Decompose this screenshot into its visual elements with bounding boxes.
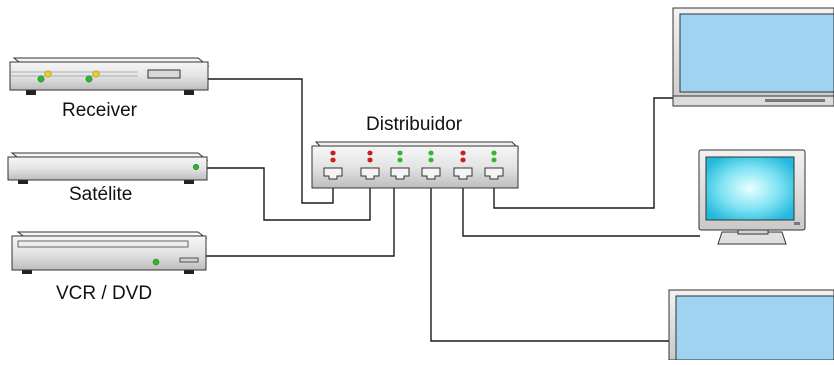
port-led-icon — [491, 157, 497, 163]
crt-monitor — [698, 149, 806, 245]
port-led-icon — [397, 157, 403, 163]
port-led-icon — [460, 150, 466, 156]
port-led-icon — [428, 150, 434, 156]
port-led-icon — [428, 157, 434, 163]
receiver-device — [9, 57, 210, 95]
cable-receiver — [208, 78, 334, 204]
receiver-label: Receiver — [62, 100, 137, 121]
led-icon — [85, 75, 93, 83]
port-led-icon — [460, 157, 466, 163]
cable-tv-top — [493, 97, 674, 209]
port-led-icon — [367, 157, 373, 163]
rj-port-icon — [453, 167, 473, 180]
led-icon — [152, 258, 160, 266]
cable-crt-monitor — [462, 186, 700, 237]
rj-port-icon — [390, 167, 410, 180]
port-led-icon — [330, 157, 336, 163]
distributor-label: Distribuidor — [366, 114, 463, 135]
flat-tv-top — [672, 7, 834, 107]
vcr-dvd-label: VCR / DVD — [56, 283, 153, 304]
led-icon — [92, 70, 100, 78]
distributor-device — [311, 141, 520, 189]
led-icon — [44, 70, 52, 78]
vcr-dvd-device — [11, 231, 208, 274]
port-led-icon — [367, 150, 373, 156]
port-led-icon — [491, 150, 497, 156]
cable-tv-bottom — [430, 186, 670, 342]
cable-satellite — [207, 167, 371, 221]
rj-port-icon — [360, 167, 380, 180]
cable-vcr-dvd — [206, 186, 395, 257]
led-icon — [192, 163, 200, 171]
rj-port-icon — [421, 167, 441, 180]
flat-tv-bottom — [668, 289, 834, 361]
rj-port-icon — [484, 167, 504, 180]
satellite-device — [7, 152, 209, 184]
rj-port-icon — [323, 167, 343, 180]
port-led-icon — [330, 150, 336, 156]
led-icon — [37, 75, 45, 83]
satellite-label: Satélite — [69, 184, 133, 205]
cables — [206, 78, 700, 342]
distributor-ports — [323, 167, 504, 180]
port-led-icon — [397, 150, 403, 156]
distributor-leds — [330, 150, 497, 163]
